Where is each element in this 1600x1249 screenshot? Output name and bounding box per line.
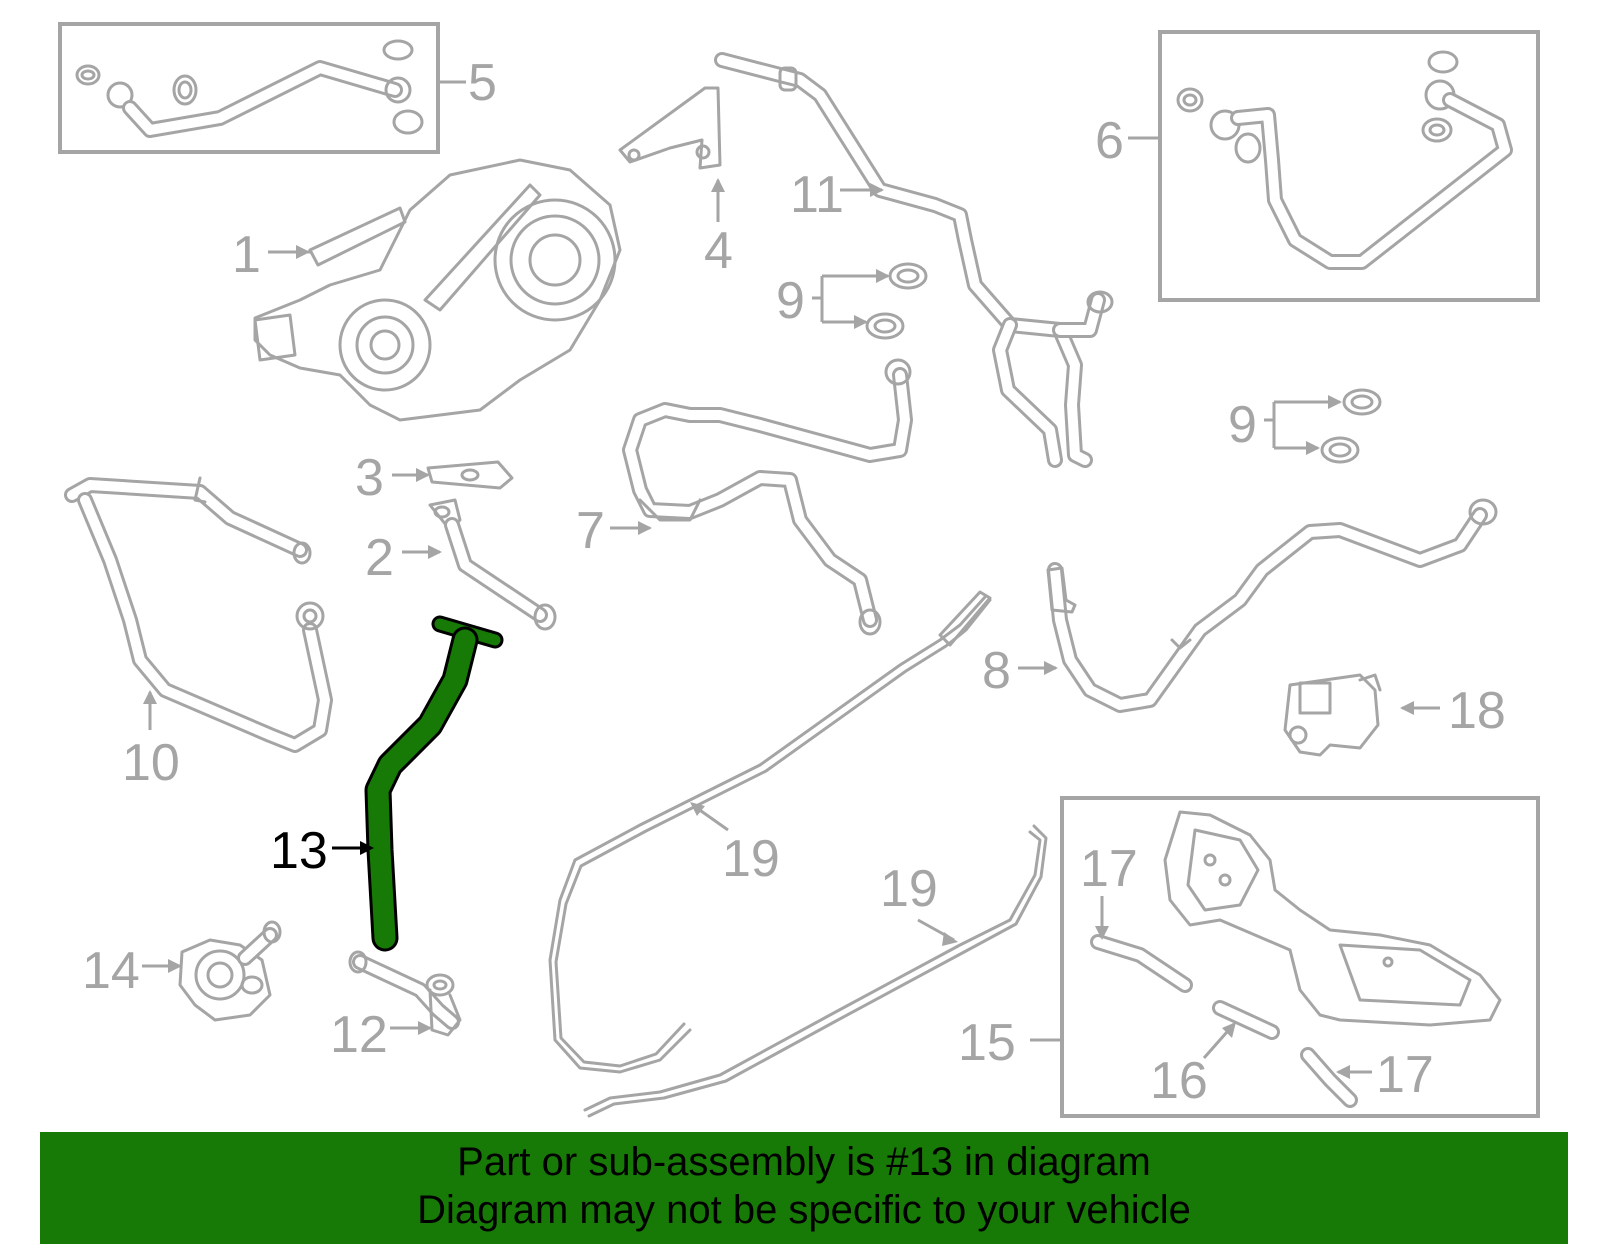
callout-14: 14 bbox=[82, 942, 140, 1000]
part-16-connector[interactable] bbox=[1212, 1000, 1280, 1040]
callout-13: 13 bbox=[270, 822, 328, 880]
callout-12: 12 bbox=[330, 1006, 388, 1064]
part-19-vacuum-hose-a[interactable] bbox=[548, 590, 992, 1074]
callout-19-b: 19 bbox=[880, 860, 938, 918]
part-10-coolant-line[interactable] bbox=[64, 476, 333, 753]
callout-1: 1 bbox=[232, 226, 261, 284]
part-9-o-rings-upper[interactable] bbox=[865, 262, 928, 340]
callout-9-right: 9 bbox=[1228, 396, 1257, 454]
callout-19-a: 19 bbox=[722, 830, 780, 888]
part-5-oil-line-kit[interactable] bbox=[58, 22, 440, 154]
part-11-coolant-line[interactable] bbox=[714, 52, 1114, 468]
callout-6: 6 bbox=[1095, 112, 1124, 170]
callout-17-upper: 17 bbox=[1080, 840, 1138, 898]
part-19-vacuum-hose-b[interactable] bbox=[583, 824, 1048, 1118]
callout-15: 15 bbox=[958, 1014, 1016, 1072]
banner-line-1: Part or sub-assembly is #13 in diagram bbox=[457, 1140, 1151, 1184]
part-6-oil-return-kit[interactable] bbox=[1158, 30, 1540, 302]
part-3-gasket[interactable] bbox=[426, 460, 514, 490]
part-17-hose-lower[interactable] bbox=[1300, 1047, 1358, 1108]
part-1-turbocharger[interactable] bbox=[253, 158, 622, 422]
part-2-pipe[interactable] bbox=[428, 498, 557, 631]
part-14-water-pump[interactable] bbox=[178, 920, 282, 1022]
part-15-tank-assembly[interactable] bbox=[1060, 796, 1540, 1118]
callout-2: 2 bbox=[365, 529, 394, 587]
callout-4: 4 bbox=[704, 222, 733, 280]
info-banner: Part or sub-assembly is #13 in diagram D… bbox=[40, 1132, 1568, 1244]
part-9-o-rings-right[interactable] bbox=[1320, 388, 1382, 464]
callout-16: 16 bbox=[1150, 1052, 1208, 1110]
part-4-bracket[interactable] bbox=[618, 86, 722, 170]
callout-8: 8 bbox=[982, 642, 1011, 700]
banner-line-2: Diagram may not be specific to your vehi… bbox=[417, 1188, 1191, 1232]
part-7-coolant-hose[interactable] bbox=[622, 358, 913, 636]
part-17-hose-upper[interactable] bbox=[1090, 934, 1193, 993]
part-12-hose-elbow[interactable] bbox=[348, 950, 462, 1037]
callout-18: 18 bbox=[1448, 682, 1506, 740]
callout-9-upper: 9 bbox=[776, 272, 805, 330]
callout-7: 7 bbox=[576, 502, 605, 560]
part-18-solenoid-valve[interactable] bbox=[1283, 673, 1382, 757]
callout-5: 5 bbox=[468, 54, 497, 112]
callout-11: 11 bbox=[790, 166, 844, 224]
part-8-coolant-line[interactable] bbox=[1046, 498, 1498, 713]
callout-10: 10 bbox=[122, 734, 180, 792]
callout-3: 3 bbox=[355, 449, 384, 507]
part-13-hose-highlighted[interactable] bbox=[364, 615, 504, 952]
callout-17-lower: 17 bbox=[1376, 1046, 1434, 1104]
